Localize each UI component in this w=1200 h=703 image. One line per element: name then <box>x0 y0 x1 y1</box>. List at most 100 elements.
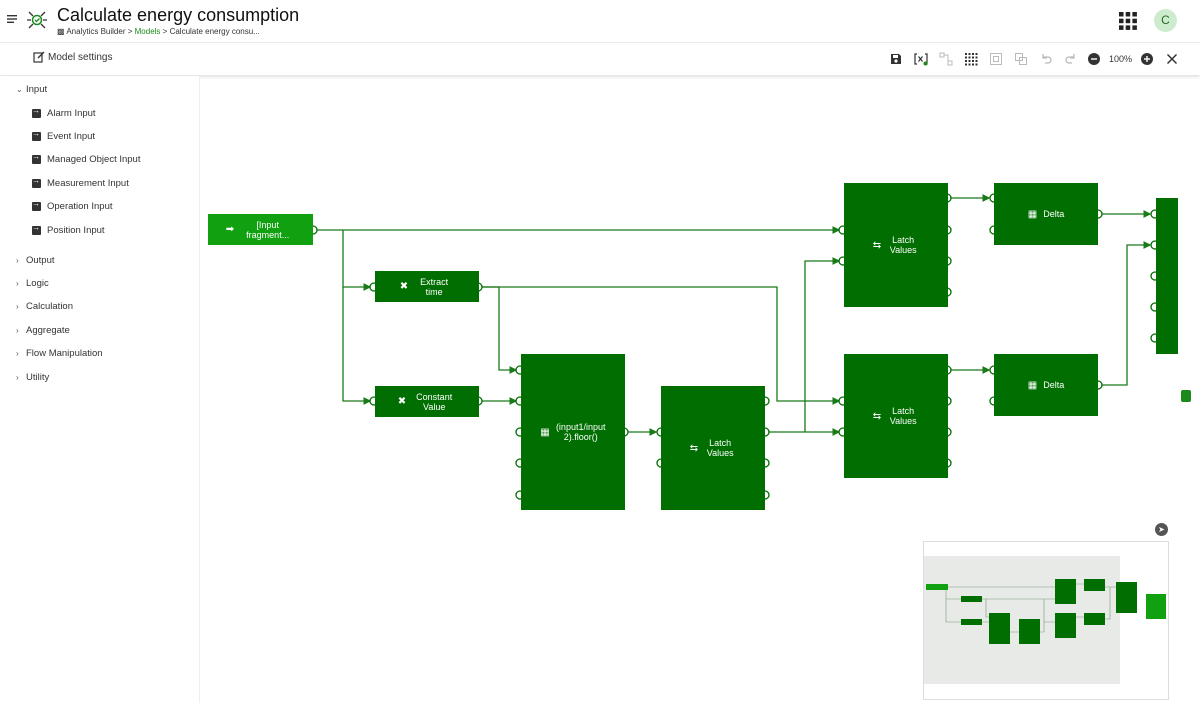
block-label: Latch Values <box>889 235 917 255</box>
app-switcher-icon[interactable] <box>1119 12 1137 30</box>
close-icon[interactable] <box>1165 52 1179 66</box>
block-label: Delta <box>1043 209 1065 219</box>
breadcrumb-current: Calculate energy consu... <box>169 27 260 36</box>
chevron-down-icon: ⌄ <box>16 85 23 94</box>
wrench-icon: ✖ <box>399 281 409 292</box>
wire <box>1098 241 1152 386</box>
app-header: Calculate energy consumption ▩ Analytics… <box>0 0 1200 43</box>
wire <box>342 230 372 291</box>
calculator-icon: ▦ <box>1027 208 1038 220</box>
palette-item-event-input[interactable]: Event Input <box>32 129 96 142</box>
latch-icon: ⇆ <box>872 239 882 251</box>
model-settings-button[interactable]: Model settings <box>33 51 112 63</box>
input-block-icon <box>32 152 41 164</box>
category-output[interactable]: › Output <box>16 255 55 266</box>
fit-to-screen-icon <box>990 53 1002 65</box>
category-label: Output <box>26 255 55 266</box>
block-latch-values[interactable]: ⇆ Latch Values <box>661 386 765 510</box>
input-block-icon <box>32 199 41 211</box>
category-label: Input <box>26 84 48 95</box>
menu-icon[interactable] <box>6 13 18 25</box>
block-expression[interactable]: ▦ (input1/input2).floor() <box>521 354 625 510</box>
edit-icon <box>33 51 45 63</box>
input-block-icon <box>32 106 41 118</box>
palette-item-label: Managed Object Input <box>47 154 141 165</box>
input-block-icon: ➡ <box>225 224 235 235</box>
breadcrumb-models-link[interactable]: Models <box>134 27 161 36</box>
chevron-right-icon: › <box>16 302 19 311</box>
zoom-in-icon[interactable] <box>1140 52 1154 66</box>
block-label: (input1/input2).floor() <box>555 422 606 442</box>
block-constant-value[interactable]: ✖ Constant Value <box>375 386 479 417</box>
validate-expression-icon[interactable] <box>914 52 928 66</box>
page-title: Calculate energy consumption <box>57 5 300 25</box>
block-latch-values[interactable]: ⇆ Latch Values <box>844 354 948 478</box>
palette-item-label: Measurement Input <box>47 178 129 189</box>
category-calculation[interactable]: › Calculation <box>16 301 73 312</box>
category-label: Aggregate <box>26 325 70 336</box>
calculator-icon: ▦ <box>540 426 550 438</box>
category-label: Flow Manipulation <box>26 348 103 359</box>
auto-layout-icon <box>939 52 953 66</box>
block-label: Latch Values <box>889 406 917 426</box>
wire <box>478 286 518 374</box>
latch-icon: ⇆ <box>689 442 699 454</box>
palette-item-label: Operation Input <box>47 201 113 212</box>
category-utility[interactable]: › Utility <box>16 372 49 383</box>
breadcrumb-root[interactable]: Analytics Builder <box>66 27 126 36</box>
block-delta[interactable]: ▦Delta <box>994 354 1098 416</box>
chevron-right-icon: › <box>16 326 19 335</box>
palette-item-operation-input[interactable]: Operation Input <box>32 199 113 212</box>
input-block-icon <box>32 129 41 141</box>
model-toolbar: Model settings 100% <box>0 43 1200 75</box>
palette-item-label: Position Input <box>47 225 105 236</box>
block-input-fragment[interactable]: ➡ [Input fragment... <box>208 214 313 245</box>
block-label: Extract time <box>420 276 449 297</box>
palette-item-label: Event Input <box>47 131 96 142</box>
input-block-icon <box>32 176 41 188</box>
chevron-right-icon: › <box>16 256 19 265</box>
grid-icon[interactable] <box>964 52 978 66</box>
user-avatar[interactable]: C <box>1154 9 1177 32</box>
block-label: Latch Values <box>706 438 734 458</box>
zoom-level: 100% <box>1109 54 1133 64</box>
input-block-icon <box>32 223 41 235</box>
palette-item-position-input[interactable]: Position Input <box>32 223 105 236</box>
chevron-right-icon: › <box>16 373 19 382</box>
block-partial-offscreen[interactable] <box>1156 198 1178 354</box>
analytics-builder-logo-icon <box>27 11 47 29</box>
palette-item-alarm-input[interactable]: Alarm Input <box>32 106 96 119</box>
category-flow-manipulation[interactable]: › Flow Manipulation <box>16 348 103 359</box>
block-extract-time[interactable]: ✖ Extract time <box>375 271 479 302</box>
copy-icon <box>1015 53 1027 65</box>
breadcrumb: ▩ Analytics Builder > Models > Calculate… <box>57 27 260 36</box>
side-panel-toggle[interactable] <box>1181 390 1191 402</box>
block-label: [Input fragment... <box>246 219 290 240</box>
palette-item-managed-object-input[interactable]: Managed Object Input <box>32 152 141 165</box>
wire <box>804 257 841 432</box>
chevron-right-icon: › <box>16 349 19 358</box>
compass-icon[interactable]: ➤ <box>1155 523 1168 536</box>
block-label: Constant Value <box>416 391 453 412</box>
block-delta[interactable]: ▦ Delta <box>994 183 1098 245</box>
calculator-icon: ▦ <box>1027 379 1038 391</box>
category-logic[interactable]: › Logic <box>16 278 49 289</box>
breadcrumb-separator: > <box>127 27 133 36</box>
palette-item-measurement-input[interactable]: Measurement Input <box>32 176 129 189</box>
block-palette: ⌄Input Alarm Input Event Input Managed O… <box>0 76 200 703</box>
breadcrumb-separator: > <box>162 27 168 36</box>
wrench-icon: ✖ <box>397 396 407 407</box>
undo-icon <box>1042 54 1052 64</box>
category-input[interactable]: ⌄Input <box>16 84 47 95</box>
model-settings-label: Model settings <box>48 51 113 63</box>
save-icon[interactable] <box>889 52 903 66</box>
category-label: Utility <box>26 372 50 383</box>
minimap[interactable] <box>923 541 1169 700</box>
latch-icon: ⇆ <box>872 410 882 422</box>
category-aggregate[interactable]: › Aggregate <box>16 325 70 336</box>
zoom-out-icon[interactable] <box>1087 52 1101 66</box>
category-label: Logic <box>26 278 49 289</box>
chevron-right-icon: › <box>16 279 19 288</box>
category-label: Calculation <box>26 301 73 312</box>
block-latch-values[interactable]: ⇆ Latch Values <box>844 183 948 307</box>
